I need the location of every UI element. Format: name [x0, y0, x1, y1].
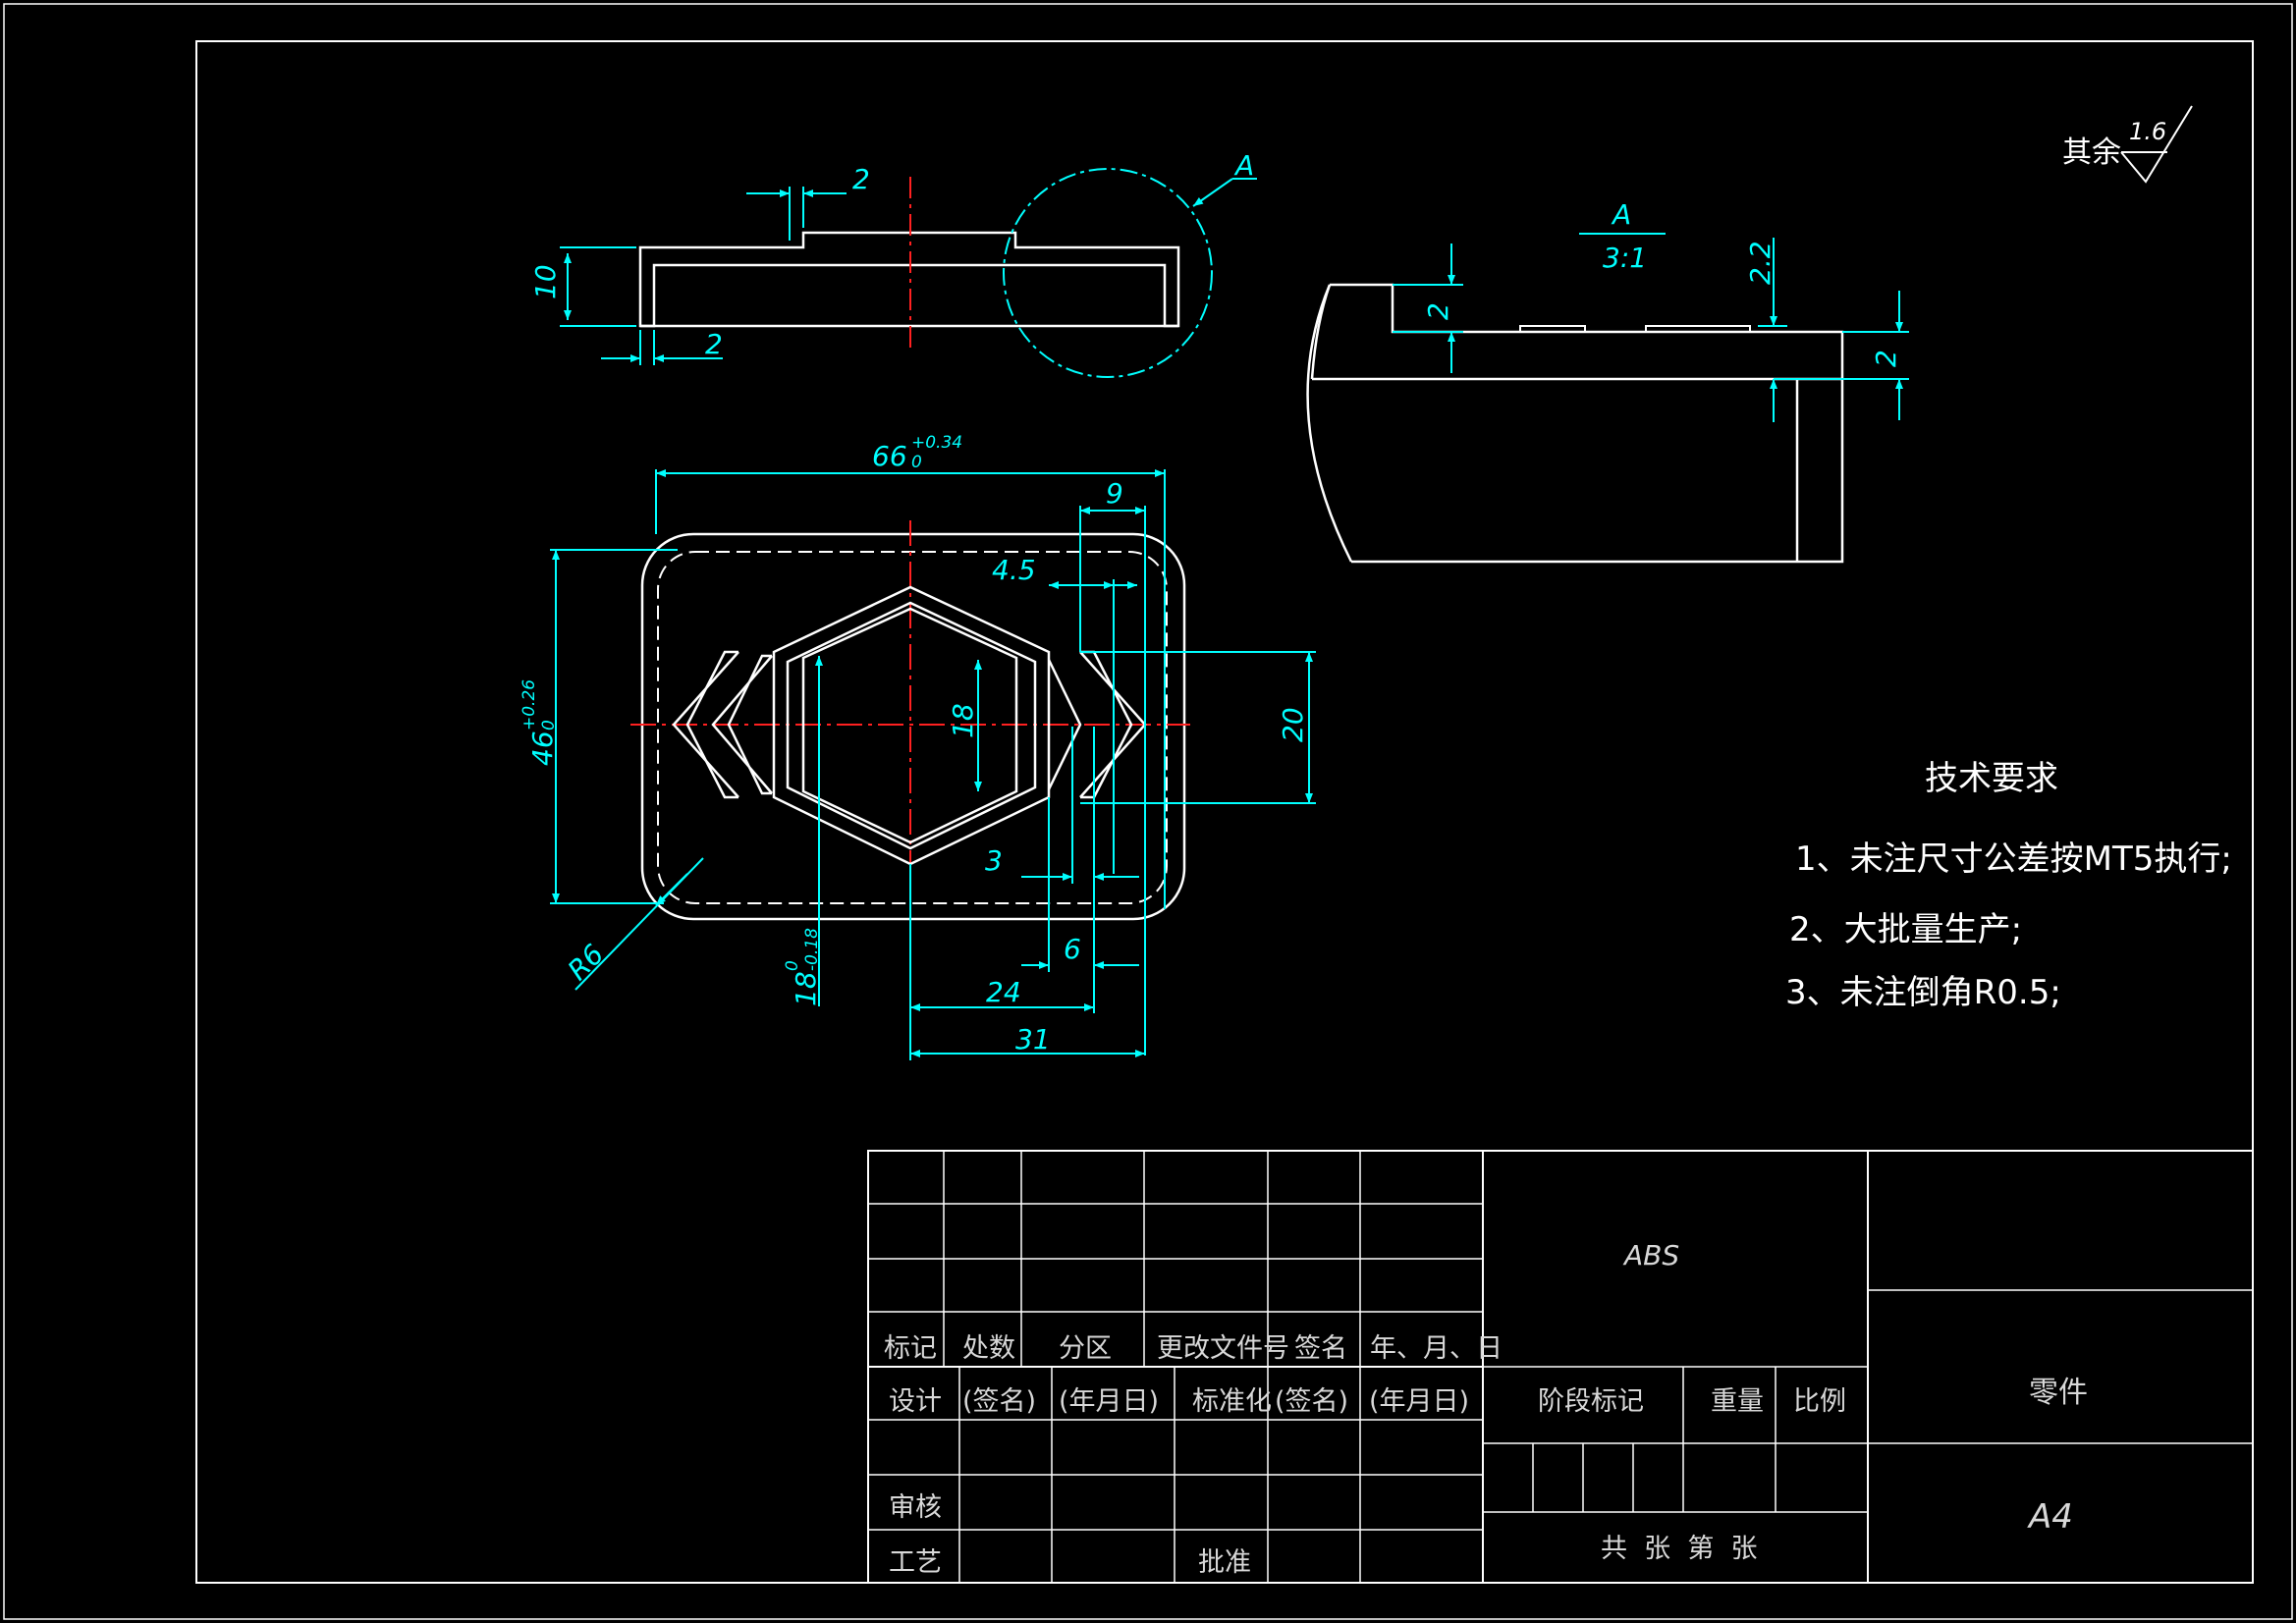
dim-46: 46 [526, 730, 559, 766]
design-sign: (签名) [962, 1386, 1036, 1417]
sheet-size: A4 [2027, 1497, 2073, 1537]
dim-18-outer-tol-upper: 0 [783, 960, 802, 971]
detail-view-scale: 3:1 [1603, 242, 1647, 274]
header-date: 年、月、日 [1370, 1333, 1503, 1364]
sheets-label: 共 张 第 张 [1601, 1534, 1758, 1564]
dim-66-value: 66 [872, 440, 907, 472]
header-mark: 标记 [884, 1333, 937, 1364]
title-block-text: 标记 处数 分区 更改文件号 签名 年、月、日 设计 (签名) (年月日) 标准… [884, 1333, 2088, 1578]
detail-circle [1003, 168, 1213, 378]
dim-wall: 2 [705, 328, 723, 360]
standardize-date: (年月日) [1369, 1386, 1469, 1417]
dim-9: 9 [1106, 477, 1123, 510]
process-label: 工艺 [889, 1547, 942, 1578]
dim-66-tol-upper: +0.34 [911, 433, 962, 453]
dim-31: 31 [1015, 1023, 1051, 1055]
detail-view-label: A [1611, 198, 1631, 231]
standardize-label: 标准化 [1192, 1386, 1272, 1417]
detail-view [1306, 283, 1844, 564]
tech-item-2: 2、大批量生产; [1789, 910, 2022, 949]
roughness-symbol: 其余 1.6 [2062, 105, 2193, 184]
roughness-value: 1.6 [2129, 118, 2166, 145]
header-count: 处数 [962, 1333, 1015, 1364]
dim-detail-2-2: 2.2 [1744, 241, 1777, 285]
roughness-prefix: 其余 [2062, 135, 2121, 170]
tech-requirements: 技术要求 1、未注尺寸公差按MT5执行; 2、大批量生产; 3、未注倒角R0.5… [1785, 759, 2232, 1012]
detail-label: A [1233, 149, 1254, 182]
dim-46-tol-lower: 0 [539, 720, 559, 730]
stage-mark-label: 阶段标记 [1538, 1386, 1644, 1417]
part-name: 零件 [2029, 1376, 2088, 1410]
approve-label: 批准 [1198, 1547, 1251, 1578]
dim-18-outer: 18 [790, 971, 822, 1006]
dim-step-width: 2 [852, 163, 870, 195]
dim-20: 20 [1277, 707, 1309, 742]
dim-66: 66 [872, 440, 907, 472]
design-label: 设计 [889, 1386, 942, 1417]
plan-dims [550, 469, 1316, 1060]
dim-46-group: 46 +0.26 0 [519, 679, 559, 766]
design-date: (年月日) [1059, 1386, 1159, 1417]
plan-outline [640, 532, 1186, 921]
header-sign: 签名 [1294, 1333, 1347, 1364]
tech-title: 技术要求 [1925, 759, 2058, 798]
header-change-doc: 更改文件号 [1157, 1333, 1289, 1364]
dim-6: 6 [1064, 933, 1081, 965]
tech-item-1: 1、未注尺寸公差按MT5执行; [1795, 839, 2232, 879]
dim-detail-2-right: 2 [1870, 350, 1902, 367]
material: ABS [1622, 1239, 1679, 1271]
dim-detail-2-left: 2 [1422, 302, 1454, 320]
dim-18-inner: 18 [947, 703, 979, 738]
dim-18-outer-group: 18 0 -0.18 [783, 928, 822, 1006]
dim-r6: R6 [562, 938, 611, 987]
detail-dims [1393, 238, 1909, 422]
dim-4-5: 4.5 [992, 554, 1036, 586]
review-label: 审核 [889, 1492, 942, 1523]
standardize-sign: (签名) [1275, 1386, 1348, 1417]
dim-66-tol-lower: 0 [911, 453, 922, 472]
header-zone: 分区 [1059, 1333, 1112, 1364]
weight-label: 重量 [1711, 1386, 1764, 1417]
title-block-grid [867, 1150, 2254, 1584]
dim-24: 24 [986, 976, 1021, 1008]
hexagon-pattern-inner [801, 607, 1018, 844]
detail-leader [1192, 178, 1233, 207]
left-chevrons [672, 650, 773, 799]
dim-18-outer-tol-lower: -0.18 [802, 928, 822, 971]
scale-label: 比例 [1793, 1386, 1846, 1417]
outer-border [3, 3, 2293, 1620]
tech-item-3: 3、未注倒角R0.5; [1785, 973, 2061, 1012]
dim-46-tol-upper: +0.26 [519, 679, 539, 730]
dim-height-10: 10 [529, 264, 562, 299]
section-dims [560, 187, 847, 365]
dim-3: 3 [985, 844, 1003, 877]
